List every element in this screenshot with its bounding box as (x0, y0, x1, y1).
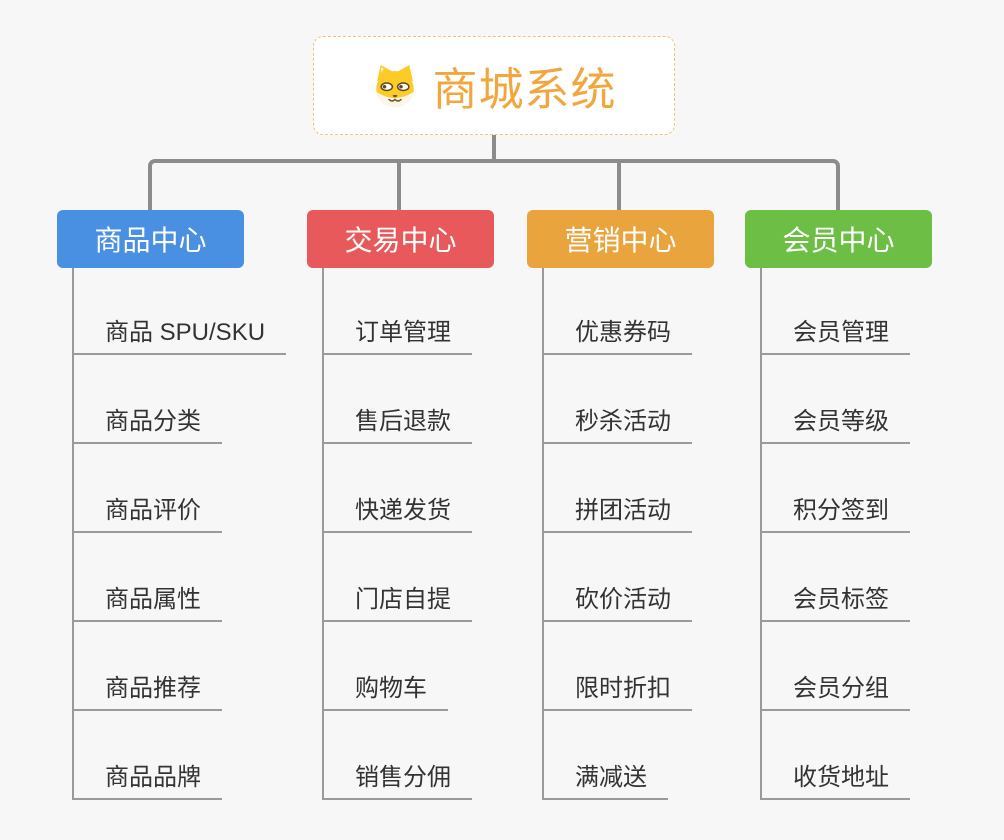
leaf-node[interactable]: 秒杀活动 (542, 406, 692, 444)
leaf-node[interactable]: 会员标签 (760, 584, 910, 622)
leaf-node[interactable]: 砍价活动 (542, 584, 692, 622)
leaf-node[interactable]: 销售分佣 (322, 762, 472, 800)
leaf-node[interactable]: 商品分类 (72, 406, 222, 444)
shiba-dog-icon (376, 64, 415, 107)
leaf-node[interactable]: 会员等级 (760, 406, 910, 444)
branch-column-member-center: 会员中心 会员管理 会员等级 积分签到 会员标签 会员分组 收货地址 (745, 210, 1004, 810)
branch-column-marketing-center: 营销中心 优惠券码 秒杀活动 拼团活动 砍价活动 限时折扣 满减送 (527, 210, 787, 810)
connector-trunk (322, 268, 324, 800)
connector-root-stem (492, 134, 496, 161)
leaf-node[interactable]: 商品评价 (72, 495, 222, 533)
leaf-node[interactable]: 门店自提 (322, 584, 472, 622)
branch-column-product-center: 商品中心 商品 SPU/SKU 商品分类 商品评价 商品属性 商品推荐 商品品牌 (57, 210, 317, 810)
leaf-node[interactable]: 售后退款 (322, 406, 472, 444)
leaf-node[interactable]: 会员管理 (760, 317, 910, 355)
leaf-node[interactable]: 限时折扣 (542, 673, 692, 711)
branch-column-trade-center: 交易中心 订单管理 售后退款 快递发货 门店自提 购物车 销售分佣 (307, 210, 567, 810)
leaf-node[interactable]: 购物车 (322, 673, 448, 711)
leaf-node[interactable]: 收货地址 (760, 762, 910, 800)
leaf-node[interactable]: 商品 SPU/SKU (72, 317, 287, 355)
root-node[interactable]: 商城系统 (313, 36, 675, 135)
leaf-node[interactable]: 拼团活动 (542, 495, 692, 533)
connector-trunk (760, 268, 762, 800)
connector-trunk (542, 268, 544, 800)
leaf-node[interactable]: 会员分组 (760, 673, 910, 711)
leaf-node[interactable]: 优惠券码 (542, 317, 692, 355)
connector-bus (148, 159, 840, 210)
branch-node-marketing-center[interactable]: 营销中心 (527, 210, 714, 268)
leaf-node[interactable]: 商品品牌 (72, 762, 222, 800)
connector-drop (617, 161, 621, 210)
connector-trunk (72, 268, 74, 800)
branch-node-trade-center[interactable]: 交易中心 (307, 210, 494, 268)
branch-node-member-center[interactable]: 会员中心 (745, 210, 932, 268)
leaf-node[interactable]: 快递发货 (322, 495, 472, 533)
leaf-node[interactable]: 满减送 (542, 762, 668, 800)
leaf-node[interactable]: 订单管理 (322, 317, 472, 355)
branch-node-product-center[interactable]: 商品中心 (57, 210, 244, 268)
leaf-node[interactable]: 商品推荐 (72, 673, 222, 711)
leaf-node[interactable]: 商品属性 (72, 584, 222, 622)
root-node-label: 商城系统 (432, 64, 617, 115)
leaf-node[interactable]: 积分签到 (760, 495, 910, 533)
connector-drop (397, 161, 401, 210)
